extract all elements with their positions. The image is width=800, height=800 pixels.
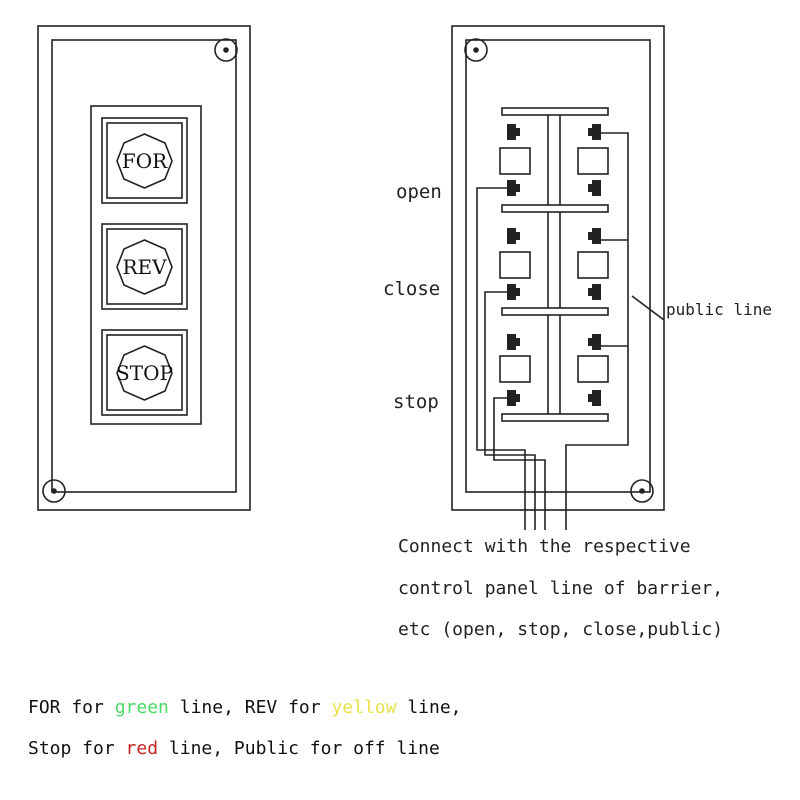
rev-button-label: REV [122,255,167,279]
legend-green-word: green [114,697,169,718]
stop-button-label: STOP [116,361,173,385]
legend-text: line, Public for off line [158,738,440,759]
close-wire-label: close [383,278,441,300]
rev-button[interactable] [101,223,188,310]
legend-yellow-word: yellow [331,697,397,718]
back-inner-frame [465,39,651,493]
screw-icon [42,479,66,503]
button-housing [90,105,202,425]
screw-icon [214,38,238,62]
stop-button[interactable] [101,329,188,416]
open-wire-label: open [396,181,442,203]
legend-text: Stop for [28,738,126,759]
screw-icon [630,479,654,503]
legend-line-2: Stop for red line, Public for off line [28,738,440,759]
public-line-label: public line [666,300,772,319]
legend-text: line, [396,697,462,718]
legend-text: FOR for [28,697,115,718]
terminal-icon [507,124,601,406]
legend-text: line, REV for [168,697,332,718]
wiring-panel-back [451,25,665,530]
button-panel-front [37,25,251,511]
for-button-label: FOR [122,149,168,173]
public-line-pointer [631,295,665,321]
legend-red-word: red [125,738,159,759]
legend-line-1: FOR for green line, REV for yellow line, [28,697,462,718]
connect-note-line-2: control panel line of barrier, [398,578,724,599]
connect-note-line-3: etc (open, stop, close,public) [398,619,724,640]
panel-outer-frame [37,25,251,511]
connect-note-line-1: Connect with the respective [398,536,691,557]
panel-inner-frame [51,39,237,493]
stop-wire-label: stop [393,391,439,413]
back-outer-frame [451,25,665,511]
for-button[interactable] [101,117,188,204]
screw-icon [464,38,488,62]
